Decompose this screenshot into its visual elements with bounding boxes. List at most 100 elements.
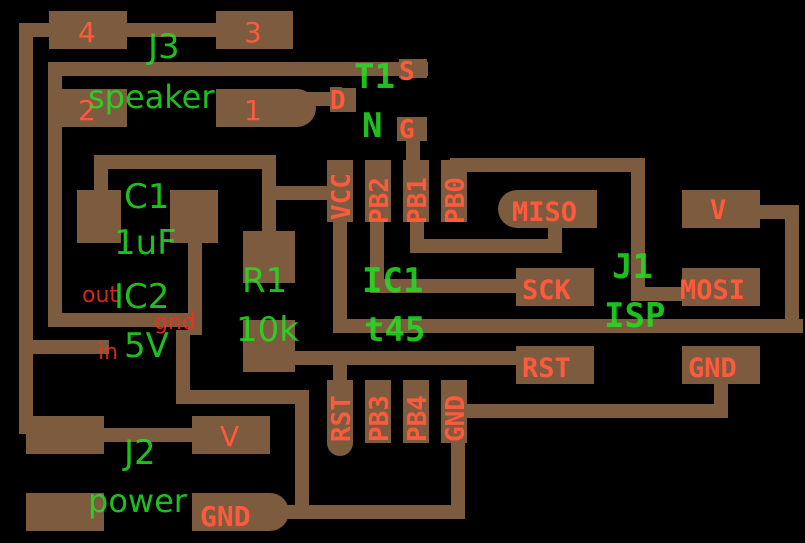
ref-r1: R1 (242, 261, 287, 301)
pin-label-gnd: gnd (154, 310, 196, 335)
trace (450, 158, 645, 172)
trace (631, 158, 645, 301)
pin-label: 3 (244, 16, 262, 49)
trace (631, 287, 691, 301)
pad-ic1-pb1 (403, 160, 429, 222)
pad-ic1-pb0 (441, 160, 467, 222)
ic2-pin-labels: out gnd in (82, 283, 196, 365)
pin-label: RST (327, 395, 357, 442)
pad-ic1-pb4 (403, 380, 429, 443)
pin-label: GND (441, 395, 471, 442)
pin-label: G (399, 115, 415, 145)
trace (410, 239, 562, 253)
trace (290, 351, 525, 365)
trace (785, 205, 799, 333)
pin-label: PB1 (403, 177, 433, 224)
trace (48, 313, 198, 327)
ref-j1: J1 (612, 247, 653, 287)
pad-ic1-pb3 (365, 380, 391, 443)
pad-labels: 4 3 2 1 S D G VCC PB2 PB1 PB0 RST PB3 PB… (78, 16, 745, 533)
trace (100, 428, 195, 442)
pin-label: D (330, 86, 346, 116)
trace (94, 155, 276, 169)
pad-j3-1 (216, 89, 316, 127)
value-j3: speaker (88, 78, 215, 116)
pin-label: SCK (522, 275, 572, 306)
pin-label: MISO (512, 197, 577, 228)
pin-label: PB0 (441, 177, 471, 224)
trace (19, 23, 54, 37)
ref-ic1: IC1 (362, 261, 423, 301)
pad-j2-gnd (192, 493, 289, 531)
trace (48, 62, 62, 327)
trace (755, 205, 799, 219)
pad-j2-v (192, 416, 270, 454)
pad-r1-1 (243, 231, 295, 283)
value-ic1: t45 (364, 310, 425, 350)
pin-label: GND (688, 353, 737, 384)
pin-label: V (220, 420, 239, 453)
ref-c1: C1 (124, 177, 169, 217)
pad-j3-2 (56, 89, 127, 127)
pin-label: MOSI (680, 275, 745, 306)
trace (295, 390, 309, 515)
pin-label-in: in (98, 340, 118, 365)
pad-ic1-rst (327, 380, 353, 456)
trace (176, 390, 308, 404)
pad-j1-sck (516, 268, 594, 306)
trace (48, 62, 428, 76)
trace (370, 279, 525, 293)
pad-j2-2 (26, 493, 104, 531)
trace (333, 319, 803, 333)
ref-j2: J2 (122, 433, 156, 473)
pin-label: VCC (327, 173, 357, 220)
trace (451, 430, 465, 519)
pads (26, 11, 760, 531)
value-ic2: 5V (124, 326, 169, 366)
ref-t1: T1 (354, 57, 395, 97)
value-j1: ISP (604, 296, 665, 336)
traces (19, 23, 803, 519)
pin-label: GND (200, 500, 251, 533)
value-t1: N (362, 106, 382, 146)
trace (19, 340, 109, 354)
pad-ic1-gnd (441, 380, 467, 443)
value-c1: 1uF (114, 223, 177, 263)
pin-label: S (399, 57, 415, 87)
pad-j1-mosi (682, 268, 760, 306)
pad-t1-s (399, 59, 427, 78)
pin-label: RST (522, 353, 571, 384)
pad-ic1-vcc (327, 160, 353, 222)
trace (19, 330, 33, 430)
pad-j1-gnd (682, 346, 760, 384)
value-j2: power (88, 482, 188, 520)
trace (270, 505, 465, 519)
trace (19, 23, 33, 333)
pin-label: V (710, 195, 726, 226)
pad-j1-miso (498, 190, 597, 228)
pin-label: 1 (244, 94, 262, 127)
silkscreen: J3 speaker T1 N C1 1uF IC2 5V R1 10k IC1… (88, 27, 665, 520)
ref-ic2: IC2 (114, 277, 169, 317)
trace (120, 23, 220, 37)
pad-j3-4 (49, 11, 127, 49)
pad-c1-1 (77, 190, 121, 243)
trace (714, 380, 728, 418)
trace (262, 186, 342, 200)
trace (94, 155, 108, 200)
trace (188, 235, 202, 335)
trace (460, 404, 728, 418)
ref-j3: J3 (146, 27, 180, 67)
trace (176, 330, 190, 403)
trace (548, 220, 562, 253)
pad-j2-1 (26, 416, 104, 454)
pin-label: PB3 (365, 395, 395, 442)
pin-label: 2 (78, 94, 96, 127)
pad-j3-3 (216, 11, 293, 49)
trace (333, 215, 347, 333)
pad-c1-2 (170, 190, 218, 243)
pad-j1-rst (516, 346, 594, 384)
pin-label: PB4 (403, 395, 433, 442)
